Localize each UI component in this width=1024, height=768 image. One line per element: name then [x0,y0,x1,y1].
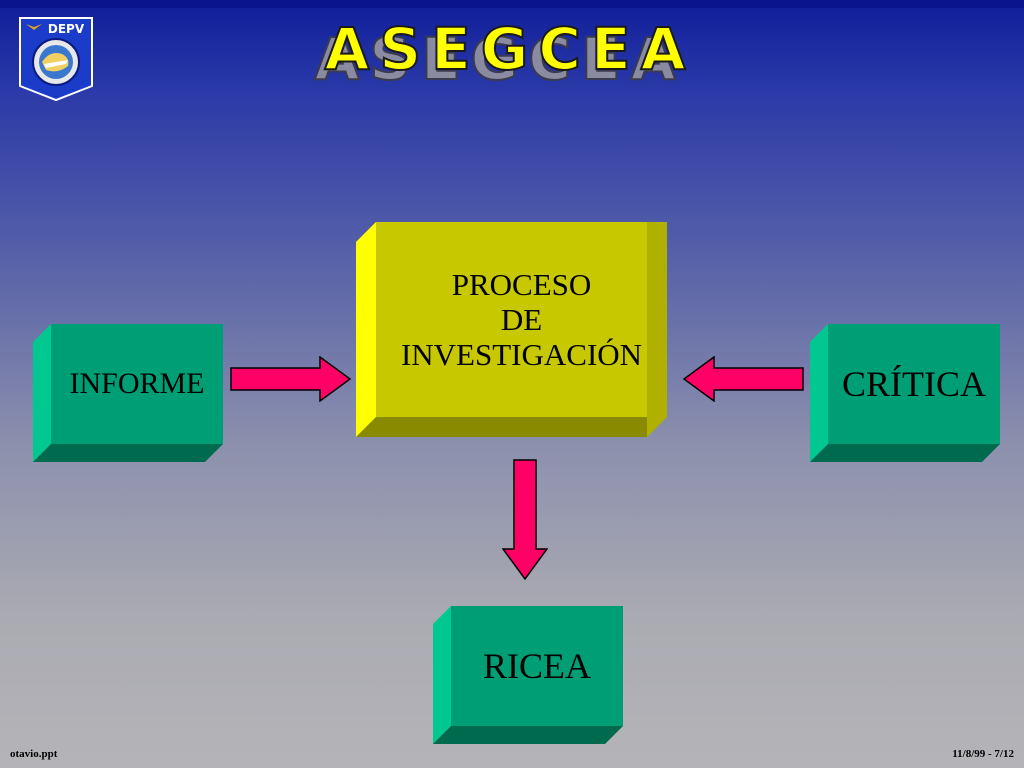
informe-label: INFORME [69,367,205,400]
process-box-shape [356,222,667,437]
arrow-left-icon [682,356,804,402]
process-line-1: PROCESO [451,267,592,302]
process-box-label: PROCESO DE INVESTIGACIÓN [376,222,667,417]
arrow-down-icon [502,459,548,581]
critica-label: CRÍTICA [842,364,986,404]
ricea-box-shape [433,606,623,744]
depv-logo: DEPV [18,16,94,102]
top-band [0,0,1024,8]
process-line-3: INVESTIGACIÓN [400,337,643,372]
process-box: PROCESO DE INVESTIGACIÓN [356,222,667,437]
critica-box: CRÍTICA [810,324,1000,462]
page-title: ASEGCEA [324,14,696,84]
arrow-right-icon [230,356,352,402]
ricea-box: RICEA [433,606,623,744]
title-block: ASEGCEA ASEGCEA [200,14,820,94]
title-shadow: ASEGCEA [314,24,686,94]
informe-box-shape [33,324,223,462]
process-line-2: DE [500,302,543,337]
informe-box: INFORME [33,324,223,462]
critica-box-shape [810,324,1000,462]
footer-filename: otavio.ppt [10,748,58,760]
logo-text: DEPV [48,22,85,36]
ricea-label: RICEA [483,646,591,686]
footer-page-info: 11/8/99 - 7/12 [952,748,1014,760]
